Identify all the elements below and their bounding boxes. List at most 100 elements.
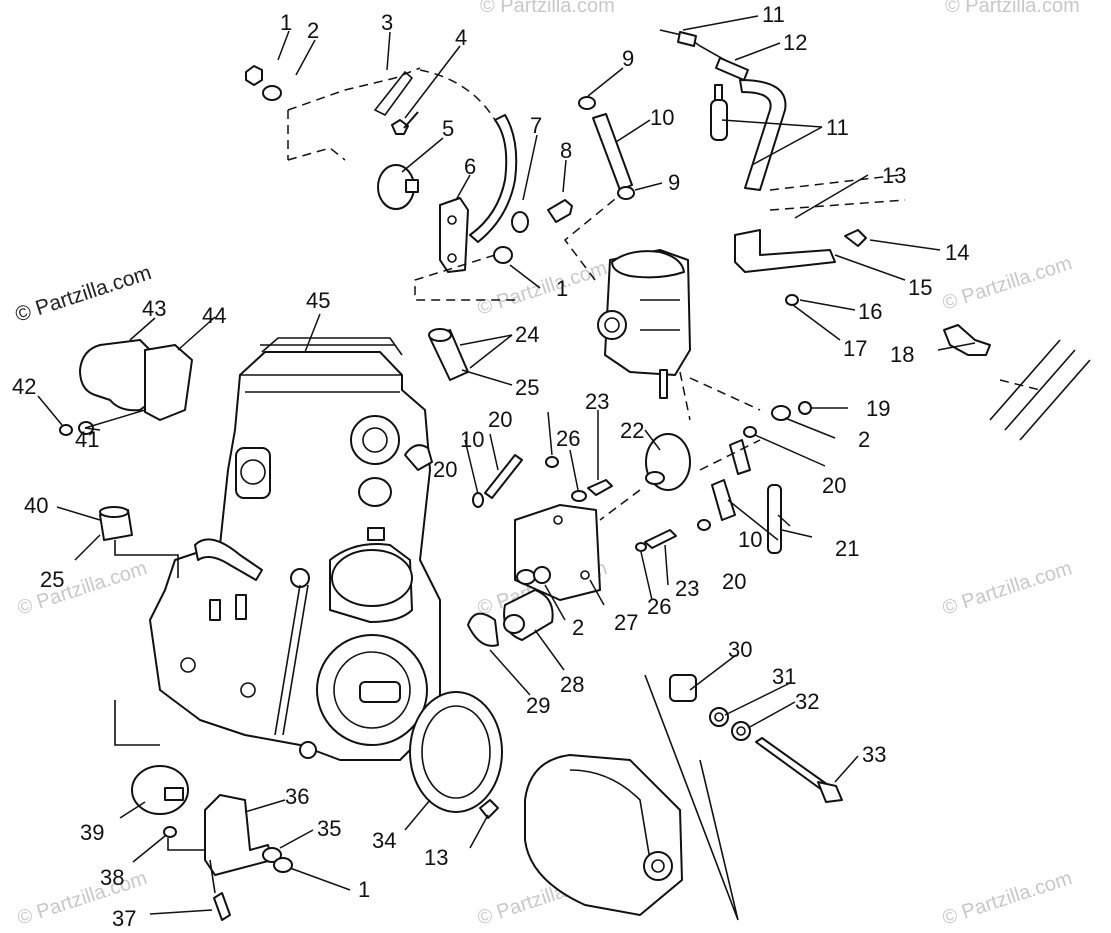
callout-19: 19 <box>866 396 890 421</box>
carburetor <box>597 249 691 399</box>
watermark-repeat: © Partzilla.com <box>475 257 610 320</box>
watermark-repeat: © Partzilla.com <box>940 557 1075 620</box>
callout-36: 36 <box>285 784 309 809</box>
leader-lines <box>37 15 976 915</box>
callout-9: 9 <box>622 46 634 71</box>
callout-14: 14 <box>945 240 969 265</box>
washer-7 <box>511 211 529 233</box>
callout-16: 16 <box>858 299 882 324</box>
callout-8: 8 <box>560 138 572 163</box>
watermark-main: © Partzilla.com <box>12 261 154 327</box>
callout-1: 1 <box>358 877 370 902</box>
clamp-20-a <box>545 456 559 468</box>
fitting-18 <box>943 324 991 356</box>
callout-25: 25 <box>40 567 64 592</box>
spacer-30 <box>669 674 697 702</box>
callout-20: 20 <box>433 457 457 482</box>
callout-33: 33 <box>862 742 886 767</box>
bracket-6 <box>439 197 469 273</box>
assembly-guide <box>599 439 761 521</box>
callout-1: 1 <box>556 276 568 301</box>
callout-35: 35 <box>317 816 341 841</box>
callout-17: 17 <box>843 336 867 361</box>
callout-22: 22 <box>620 418 644 443</box>
assembly-guide <box>414 194 761 421</box>
callout-45: 45 <box>306 288 330 313</box>
callout-40: 40 <box>24 493 48 518</box>
callout-37: 37 <box>112 906 136 931</box>
vent-hose <box>469 114 518 243</box>
bracket-36 <box>204 794 273 876</box>
clamp-9-top <box>578 96 596 110</box>
frame-stub-outline <box>287 67 421 161</box>
callout-26: 26 <box>647 594 671 619</box>
nut-42 <box>59 424 73 436</box>
fitting-14 <box>844 229 867 247</box>
watermark-repeat: © Partzilla.com <box>15 557 150 620</box>
callout-42: 42 <box>12 374 36 399</box>
washer-2-top <box>262 85 282 101</box>
washer-31 <box>709 707 729 727</box>
callout-11: 11 <box>826 115 849 140</box>
bolt-8 <box>547 199 573 223</box>
clamp-20-b <box>472 492 484 508</box>
frame-outline-right <box>769 174 906 211</box>
clamp-20-c <box>743 426 757 438</box>
vent-hose-11 <box>739 79 787 191</box>
clamp-29 <box>467 612 499 647</box>
callout-20: 20 <box>722 569 746 594</box>
callout-18: 18 <box>890 342 914 367</box>
bolt-23-top <box>587 479 613 496</box>
callout-3: 3 <box>381 10 393 35</box>
callout-2: 2 <box>572 615 584 640</box>
tube-10-right-b <box>711 479 736 521</box>
callout-12: 12 <box>783 30 807 55</box>
bolt-4 <box>391 111 419 135</box>
callout-41: 41 <box>75 427 99 452</box>
nut-1-top <box>245 65 282 101</box>
bracket-27 <box>514 504 601 601</box>
washer-2-mid <box>533 566 551 584</box>
callout-15: 15 <box>908 275 932 300</box>
callout-1: 1 <box>280 10 292 35</box>
callout-5: 5 <box>442 116 454 141</box>
callout-11: 11 <box>762 2 785 27</box>
mount-28 <box>503 589 554 641</box>
mount-39 <box>131 765 189 815</box>
nut-mid <box>516 569 536 585</box>
callout-25: 25 <box>515 375 539 400</box>
cover-34 <box>409 691 503 813</box>
bracket-15 <box>734 229 836 273</box>
nut-19 <box>798 401 812 415</box>
callout-10: 10 <box>460 427 484 452</box>
mount-5 <box>377 164 419 210</box>
callout-26: 26 <box>556 426 580 451</box>
callout-4: 4 <box>455 25 467 50</box>
nut-1-bottom <box>273 857 293 873</box>
callout-13: 13 <box>882 163 906 188</box>
callout-29: 29 <box>526 693 550 718</box>
callout-10: 10 <box>650 105 674 130</box>
washer-2-right <box>771 405 791 421</box>
callout-10: 10 <box>738 527 762 552</box>
watermark-repeat: © Partzilla.com <box>480 0 615 17</box>
callout-2: 2 <box>307 18 319 43</box>
parts-drawing <box>37 15 1091 921</box>
callout-30: 30 <box>728 637 752 662</box>
callout-2: 2 <box>858 427 870 452</box>
tee-fitting <box>714 84 723 101</box>
washer-35 <box>262 847 282 863</box>
intake-boot-43 <box>79 339 161 412</box>
mount-22 <box>645 433 691 491</box>
callout-23: 23 <box>675 576 699 601</box>
watermark-repeat: © Partzilla.com <box>940 867 1075 930</box>
callout-39: 39 <box>80 820 104 845</box>
callout-20: 20 <box>822 473 846 498</box>
clamp-20-d <box>697 519 711 531</box>
callout-23: 23 <box>585 389 609 414</box>
callout-34: 34 <box>372 828 396 853</box>
callout-32: 32 <box>795 689 819 714</box>
callout-20: 20 <box>488 407 512 432</box>
drive-clutch <box>524 754 683 916</box>
callout-6: 6 <box>464 154 476 179</box>
